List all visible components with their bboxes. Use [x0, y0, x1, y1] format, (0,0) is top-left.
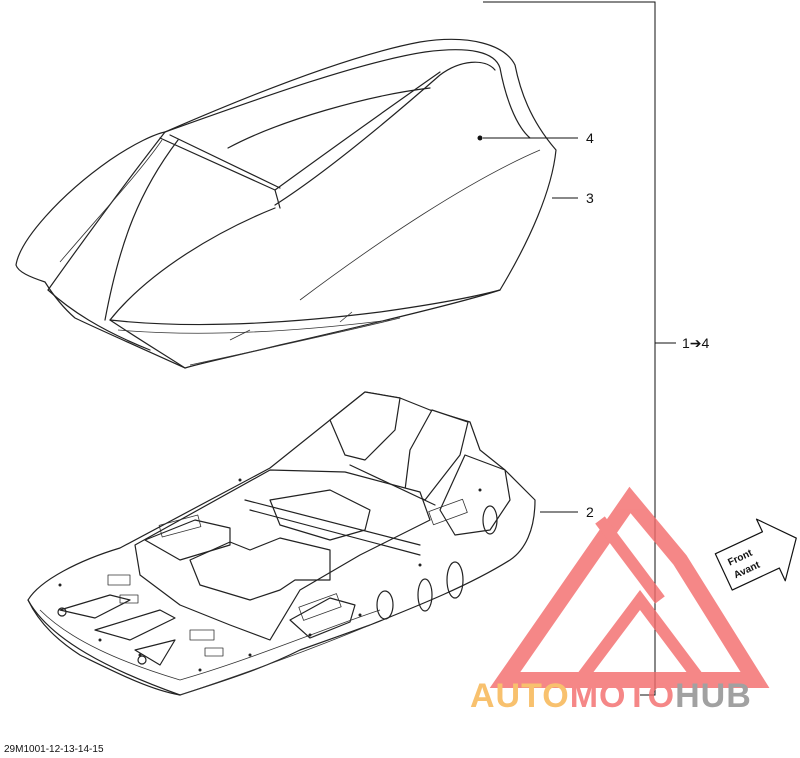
- callout-part-2: 2: [586, 504, 594, 520]
- watermark-text: AUTOMOTOHUB: [470, 677, 752, 715]
- callout-parts-1-to-4: 1➔4: [682, 335, 710, 351]
- front-arrow-icon: [714, 518, 797, 591]
- watermark-auto: AUTO: [470, 677, 570, 715]
- watermark-moto: MOTO: [570, 677, 675, 715]
- leader-lines: [483, 1, 676, 696]
- callout-part-4: 4: [586, 130, 594, 146]
- watermark-triangle-mark: [489, 486, 770, 688]
- front-direction-arrow: Front Avant: [714, 518, 797, 591]
- callout-part-3: 3: [586, 190, 594, 206]
- diagram-code: 29M1001-12-13-14-15: [4, 744, 104, 755]
- seat-base-drawing: [27, 391, 536, 696]
- watermark-hub: HUB: [675, 677, 752, 715]
- watermark-logo: AUTOMOTOHUB: [470, 486, 770, 715]
- leader-dot-part-4: [477, 135, 483, 141]
- seat-cover-drawing: [15, 38, 557, 369]
